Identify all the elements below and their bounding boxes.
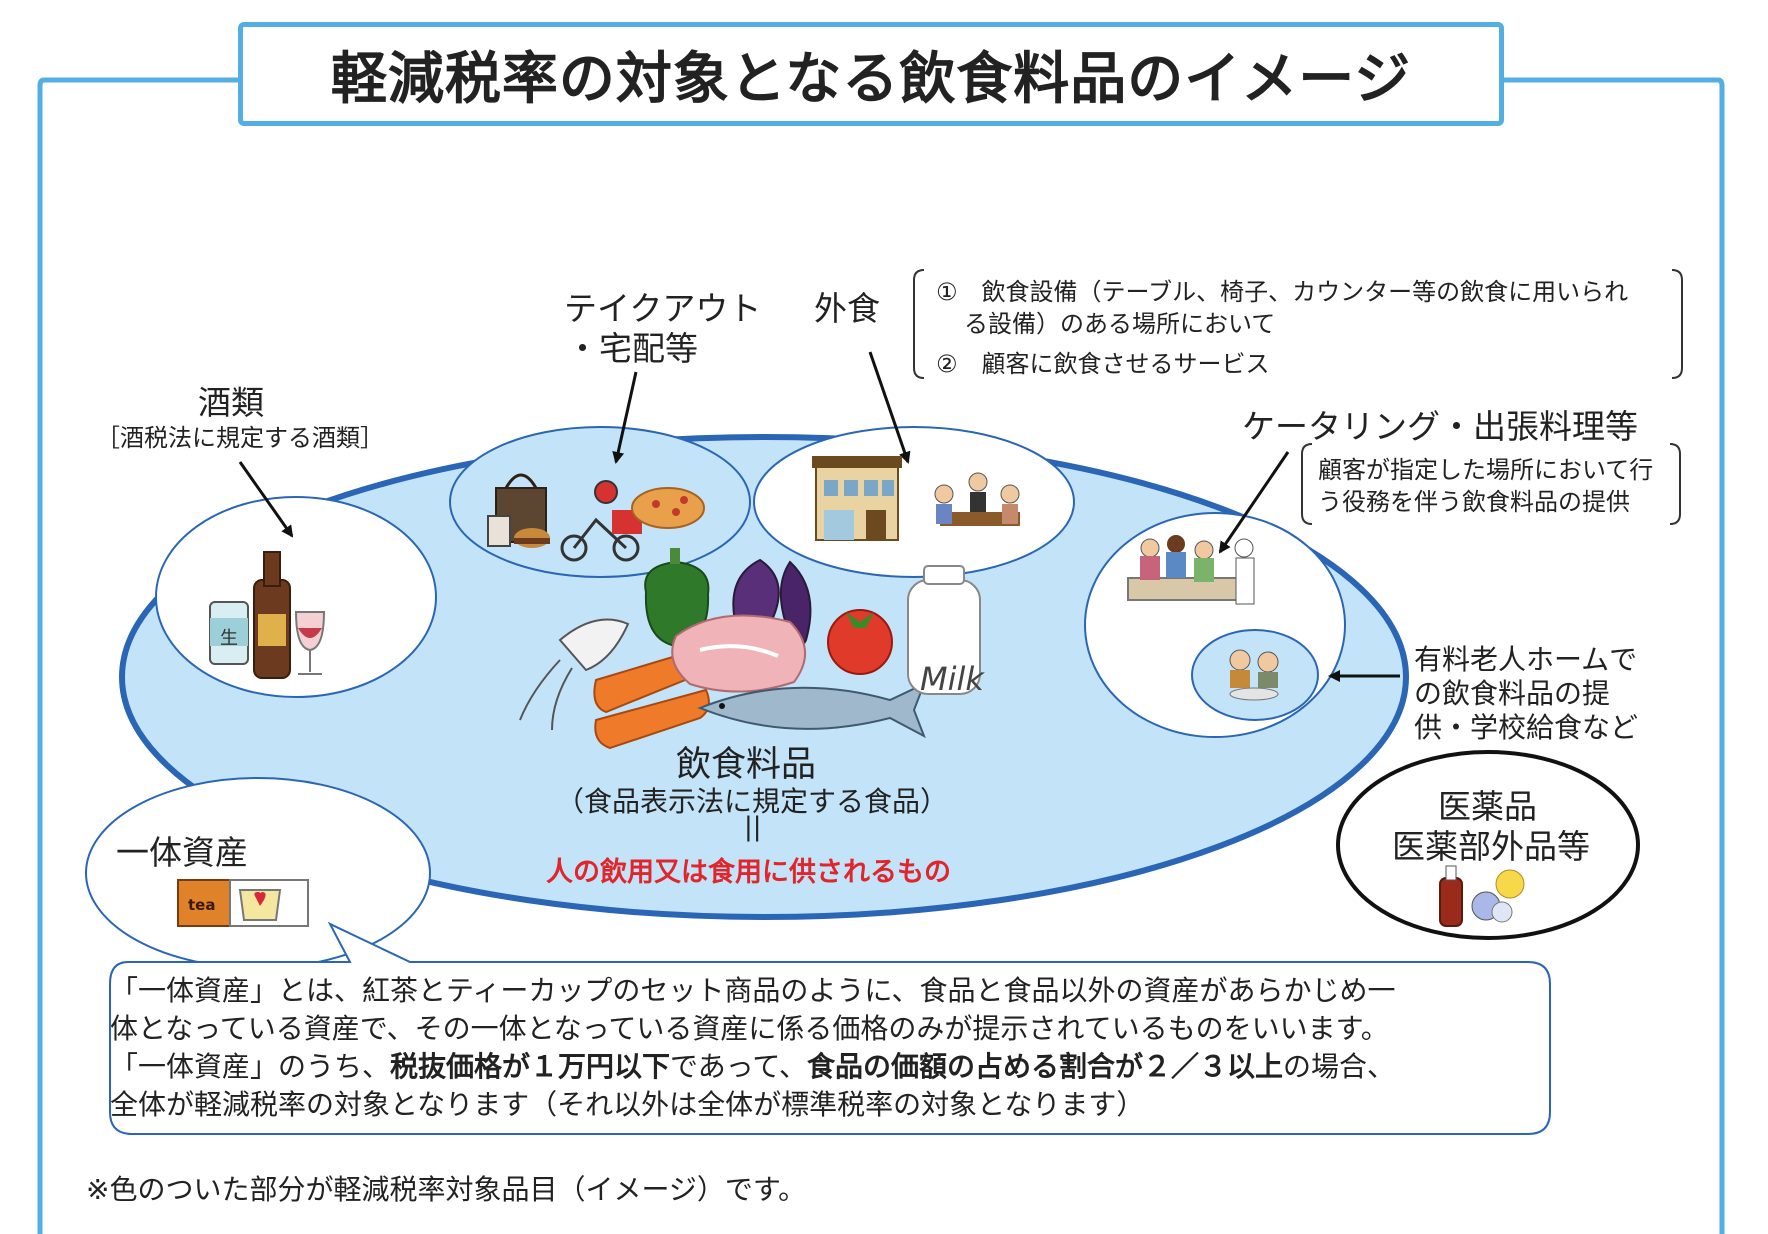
catering-bracket-left [1301,443,1313,525]
takeout-label-2: ・宅配等 [566,329,698,368]
note-line-4: 全体が軽減税率の対象となります（それ以外は全体が標準税率の対象となります） [110,1088,1145,1121]
elderly-icon [1229,649,1279,701]
tomato-icon [827,609,893,675]
fish-icon [697,682,926,739]
iyaku-label-2: 医薬部外品等 [1392,827,1590,866]
note-line-3d: 食品の価額の占める割合が２／３以上 [806,1050,1283,1083]
outer-frame [37,77,1725,1234]
arrow-sake [238,461,294,538]
catering-label: ケータリング・出張料理等 [1242,407,1638,446]
arrow-takeout [612,371,638,464]
note-line-3: 「一体資産」のうち、税抜価格が１万円以下であって、食品の価額の占める割合が２／３… [110,1048,1530,1086]
note-callout [109,921,1551,1135]
gaishoku-cond-2: ② 顧客に飲食させるサービス [936,350,1270,378]
iyaku-ellipse [1336,750,1640,940]
delivery-scooter-icon [560,480,642,562]
sake-label: 酒類 [198,383,264,422]
pepper-icon [644,548,710,648]
beer-can-text: 生 [220,628,238,649]
arrow-gaishoku [868,351,911,464]
ittai-note: 「一体資産」とは、紅茶とティーカップのセット商品のように、食品と食品以外の資産が… [110,972,1530,1132]
sake-ellipse [155,496,437,698]
iyaku-label-1: 医薬品 [1438,787,1537,826]
roujin-label-3: 供・学校給食など [1414,711,1639,744]
sake-sub-label: ［酒税法に規定する酒類］ [96,424,384,452]
squid-icon [519,618,630,731]
tea-text: tea [188,896,216,914]
equals-sign: || [744,812,762,842]
tea-set-icon [177,879,309,927]
restaurant-building-icon [812,456,902,541]
note-line-3e: の場合、 [1282,1050,1395,1083]
wine-glass-icon [294,611,326,675]
note-line-3a: 「一体資産」のうち、 [110,1050,391,1083]
catering-bracket-right [1669,443,1681,525]
inshoku-definition: 人の飲用又は食用に供されるもの [546,857,951,888]
roujin-ellipse [1191,629,1319,721]
milk-text: Milk [920,660,984,698]
note-line-1: 「一体資産」とは、紅茶とティーカップのセット商品のように、食品と食品以外の資産が… [110,974,1396,1007]
catering-desc-2: う役務を伴う飲食料品の提供 [1318,488,1630,516]
beer-bottle-icon [253,551,291,679]
roujin-label-2: の飲食料品の提 [1414,677,1611,710]
medicine-icon [1439,865,1525,927]
roujin-label-1: 有料老人ホームで [1414,643,1638,676]
gaishoku-cond-1b: る設備）のある場所において [964,310,1276,338]
note-line-2: 体となっている資産で、その一体となっている資産に係る価格のみが提示されているもの… [110,1012,1389,1045]
gaishoku-bracket-left [913,269,925,379]
inshoku-label: 飲食料品 [676,745,817,785]
gaishoku-cond-1a: ① 飲食設備（テーブル、椅子、カウンター等の飲食に用いられ [936,278,1629,306]
footnote: ※色のついた部分が軽減税率対象品目（イメージ）です。 [86,1173,807,1206]
burger-icon [514,528,550,548]
inshoku-sub-label: （食品表示法に規定する食品） [556,785,949,818]
gaishoku-ellipse [753,426,1075,578]
gaishoku-label: 外食 [814,289,880,328]
catering-desc-1: 顧客が指定した場所において行 [1318,456,1654,484]
arrow-catering [1218,451,1290,554]
page-title: 軽減税率の対象となる飲食料品のイメージ [238,22,1504,126]
note-line-3b: 税抜価格が１万円以下 [390,1050,671,1083]
milk-icon [907,565,981,695]
pizza-icon [631,487,705,529]
meat-icon [671,614,807,693]
note-line-3c: であって、 [670,1050,807,1083]
catering-icon [1127,535,1255,605]
ittai-label: 一体資産 [116,833,248,872]
diners-icon [934,472,1020,526]
gaishoku-bracket-right [1671,269,1683,379]
coffee-cup-icon [487,515,511,547]
takeout-label-1: テイクアウト [564,289,762,328]
beer-can-icon [209,601,249,665]
